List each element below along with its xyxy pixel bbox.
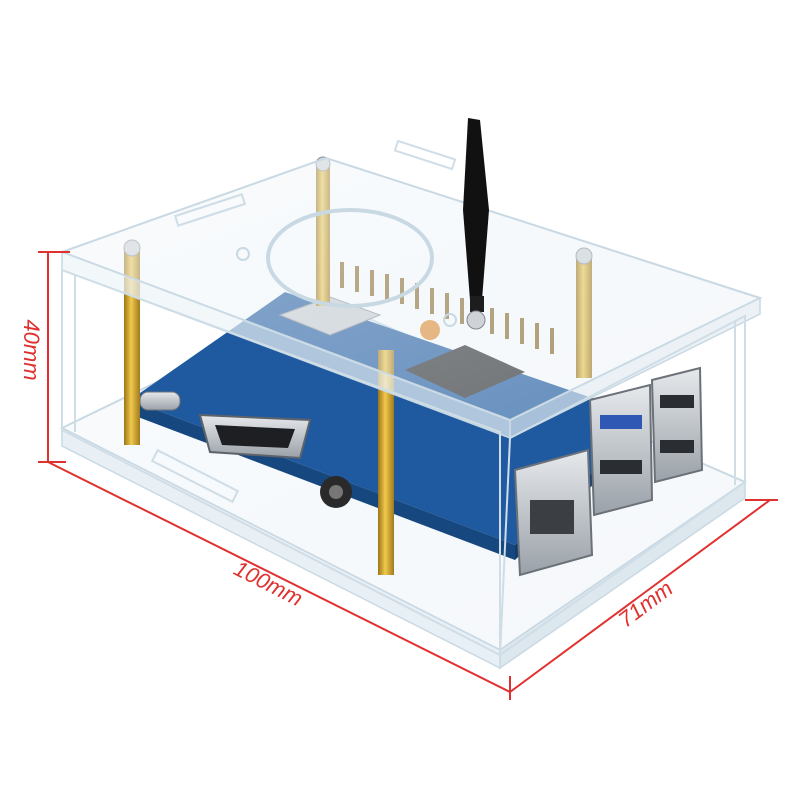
antenna xyxy=(463,118,489,330)
hdmi-port xyxy=(198,413,312,460)
usb-ports xyxy=(588,366,704,517)
usb-c-port xyxy=(139,391,181,411)
dimension-lines xyxy=(38,251,778,700)
ethernet-port xyxy=(513,448,594,577)
side-walls xyxy=(61,139,746,657)
dimension-width-label: 71mm xyxy=(614,576,678,633)
fan-opening xyxy=(266,208,434,308)
audio-jack xyxy=(320,476,352,508)
dimension-height-label: 40mm xyxy=(19,319,44,380)
top-plate xyxy=(59,156,763,440)
